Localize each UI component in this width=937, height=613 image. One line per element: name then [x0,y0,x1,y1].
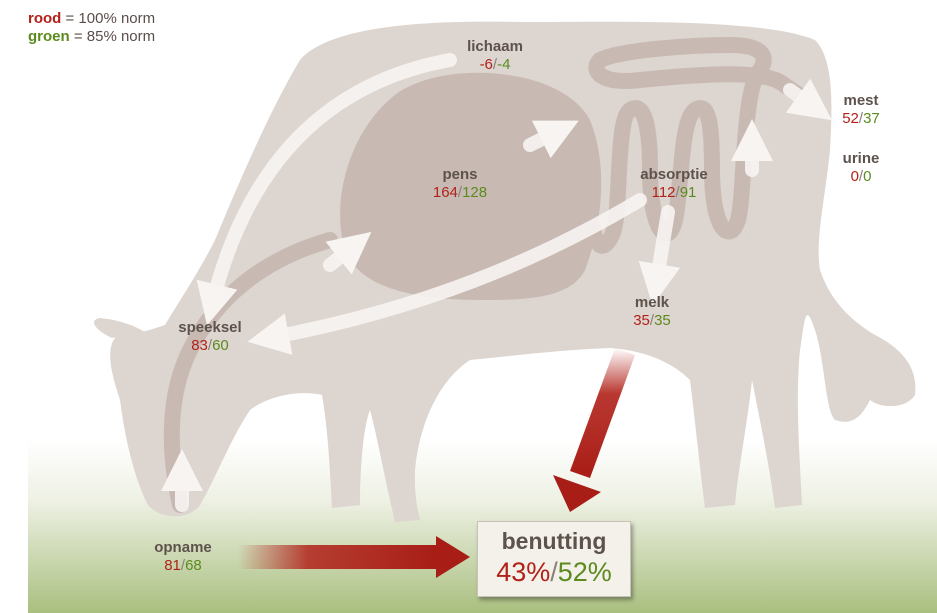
benutting-green: 52% [558,557,612,587]
label-pens: pens 164/128 [415,166,505,202]
legend-green-word: groen [28,28,70,45]
label-urine: urine 0/0 [825,150,897,186]
label-absorptie-name: absorptie [624,166,724,184]
benutting-red: 43% [496,557,550,587]
label-speeksel-name: speeksel [165,319,255,337]
label-pens-green: 128 [462,184,487,201]
label-lichaam: lichaam -6/-4 [455,38,535,74]
label-mest-name: mest [825,92,897,110]
benutting-box: benutting 43%/52% [477,521,631,597]
separator: / [550,557,558,587]
label-opname: opname 81/68 [138,539,228,575]
label-pens-red: 164 [433,184,458,201]
label-melk-red: 35 [633,312,650,329]
label-opname-green: 68 [185,557,202,574]
label-opname-red: 81 [164,557,181,574]
label-lichaam-name: lichaam [455,38,535,56]
label-absorptie: absorptie 112/91 [624,166,724,202]
label-melk: melk 35/35 [612,294,692,330]
legend-green: groen = 85% norm [28,28,155,46]
label-lichaam-green: -4 [497,56,510,73]
label-lichaam-red: -6 [480,56,493,73]
legend-green-text: = 85% norm [74,28,155,45]
label-absorptie-green: 91 [680,184,697,201]
label-melk-name: melk [612,294,692,312]
label-speeksel-green: 60 [212,337,229,354]
label-mest-red: 52 [842,110,859,127]
label-urine-red: 0 [851,168,859,185]
legend-red-word: rood [28,10,61,27]
label-mest-green: 37 [863,110,880,127]
label-urine-name: urine [825,150,897,168]
legend: rood = 100% norm groen = 85% norm [28,10,155,46]
legend-red-text: = 100% norm [66,10,156,27]
label-urine-green: 0 [863,168,871,185]
benutting-values: 43%/52% [478,556,630,588]
label-speeksel-red: 83 [191,337,208,354]
label-opname-name: opname [138,539,228,557]
label-absorptie-red: 112 [652,184,676,201]
label-speeksel: speeksel 83/60 [165,319,255,355]
legend-red: rood = 100% norm [28,10,155,28]
label-mest: mest 52/37 [825,92,897,128]
label-melk-green: 35 [654,312,671,329]
benutting-title: benutting [478,528,630,554]
label-pens-name: pens [415,166,505,184]
